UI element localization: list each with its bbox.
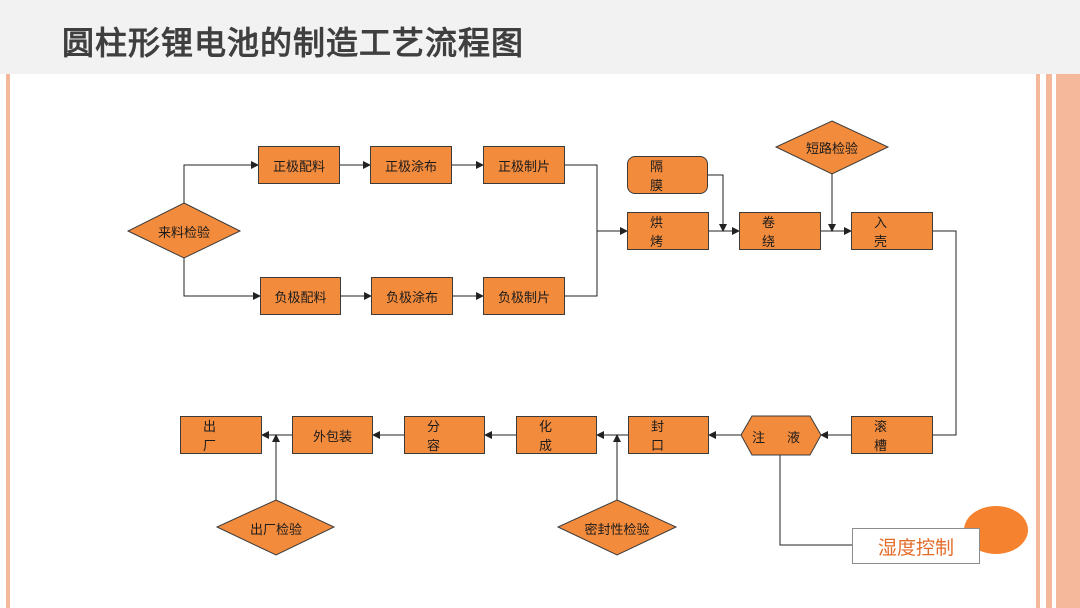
node-baking[interactable]: 烘烤 bbox=[627, 212, 709, 250]
connector-line bbox=[565, 164, 598, 297]
node-formation[interactable]: 化成 bbox=[516, 416, 597, 454]
short-circuit-test-diamond bbox=[774, 120, 890, 175]
node-pos-coating[interactable]: 正极涂布 bbox=[370, 146, 452, 184]
right-stripe bbox=[1036, 74, 1040, 608]
node-neg-mixing[interactable]: 负极配料 bbox=[260, 277, 341, 315]
node-separator[interactable]: 隔膜 bbox=[627, 156, 708, 194]
node-grading[interactable]: 分容 bbox=[404, 416, 485, 454]
connector-line bbox=[708, 174, 727, 232]
connector-line bbox=[933, 230, 957, 436]
node-shipping[interactable]: 出厂 bbox=[180, 416, 262, 454]
node-can-insertion[interactable]: 入壳 bbox=[851, 212, 933, 250]
right-stripe-gap bbox=[1052, 74, 1056, 608]
electrolyte-filling-hexagon bbox=[740, 415, 822, 456]
seal-inspection-label: 密封性检验 bbox=[584, 523, 650, 538]
connector-line bbox=[183, 161, 259, 203]
node-sealing[interactable]: 封口 bbox=[628, 416, 709, 454]
callout-line bbox=[779, 455, 852, 546]
short-circuit-test-label: 短路检验 bbox=[805, 142, 858, 157]
final-inspection-label: 出厂检验 bbox=[249, 523, 302, 538]
node-winding[interactable]: 卷绕 bbox=[739, 212, 821, 250]
page-title: 圆柱形锂电池的制造工艺流程图 bbox=[62, 24, 525, 62]
incoming-inspection-label: 来料检验 bbox=[157, 226, 210, 241]
humidity-control-note: 湿度控制 bbox=[852, 528, 980, 564]
right-stripe-gap bbox=[1040, 74, 1046, 608]
right-stripe bbox=[1056, 74, 1080, 608]
node-packaging[interactable]: 外包装 bbox=[292, 416, 373, 454]
node-grooving[interactable]: 滚槽 bbox=[851, 416, 933, 454]
node-pos-mixing[interactable]: 正极配料 bbox=[258, 146, 340, 184]
left-border bbox=[6, 74, 10, 608]
connector-line bbox=[183, 258, 261, 300]
electrolyte-filling-label: 注液 bbox=[752, 431, 823, 446]
header-bar bbox=[0, 0, 1080, 74]
node-pos-sheet[interactable]: 正极制片 bbox=[483, 146, 565, 184]
node-neg-coating[interactable]: 负极涂布 bbox=[371, 277, 453, 315]
final-inspection-diamond bbox=[215, 499, 336, 556]
seal-inspection-diamond bbox=[556, 499, 678, 556]
decorative-circle bbox=[964, 506, 1028, 554]
right-stripe bbox=[1046, 74, 1052, 608]
incoming-inspection-diamond bbox=[126, 202, 242, 259]
node-neg-sheet[interactable]: 负极制片 bbox=[483, 277, 565, 315]
